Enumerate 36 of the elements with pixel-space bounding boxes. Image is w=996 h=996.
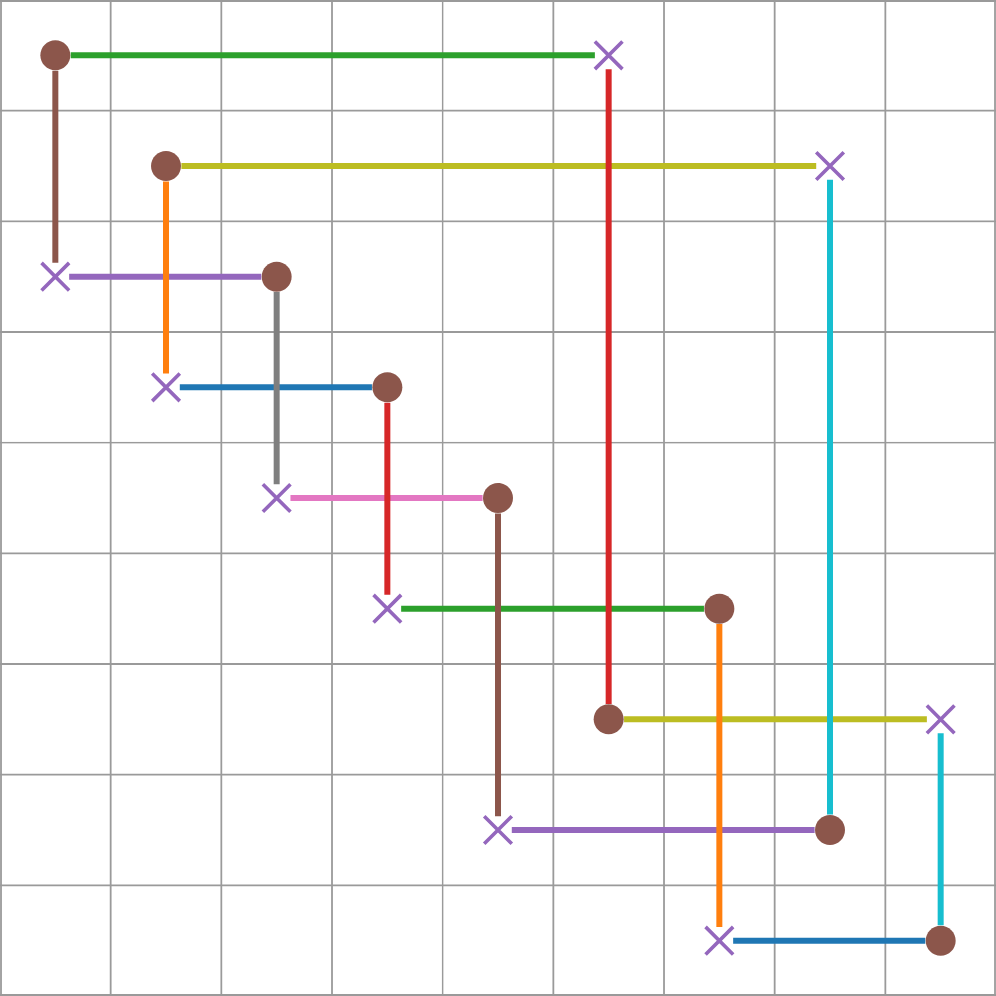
cross-mark [593, 39, 625, 71]
cross-mark [261, 482, 293, 514]
connector-line [937, 733, 944, 926]
dot [261, 261, 292, 292]
dot [704, 593, 735, 624]
connector-line [495, 513, 501, 817]
connector-line [827, 179, 833, 815]
dot [593, 704, 624, 735]
connector-line [511, 827, 815, 833]
dot [40, 40, 71, 71]
cross-mark [925, 703, 957, 735]
cross-mark [814, 150, 846, 182]
cross-mark [150, 371, 182, 403]
connector-line [163, 181, 169, 374]
cross-mark [371, 593, 403, 625]
cross-mark [39, 261, 71, 293]
connector-line [733, 937, 926, 944]
cross-mark [482, 814, 514, 846]
connector-line [624, 716, 927, 723]
connector-line [401, 605, 704, 612]
connector-line [179, 384, 372, 391]
cross-mark [703, 925, 735, 957]
connector-line [384, 402, 391, 595]
connector-line [716, 624, 723, 927]
dot [925, 925, 956, 956]
connector-line [273, 292, 280, 485]
connector-line [69, 273, 262, 280]
connector-line [290, 495, 483, 501]
dot [372, 372, 403, 403]
dot [483, 483, 513, 513]
connector-line [70, 52, 595, 59]
connector-line [605, 69, 612, 704]
connector-line [52, 70, 59, 263]
dot [151, 151, 181, 181]
connector-line [181, 163, 817, 169]
dot [815, 815, 845, 845]
